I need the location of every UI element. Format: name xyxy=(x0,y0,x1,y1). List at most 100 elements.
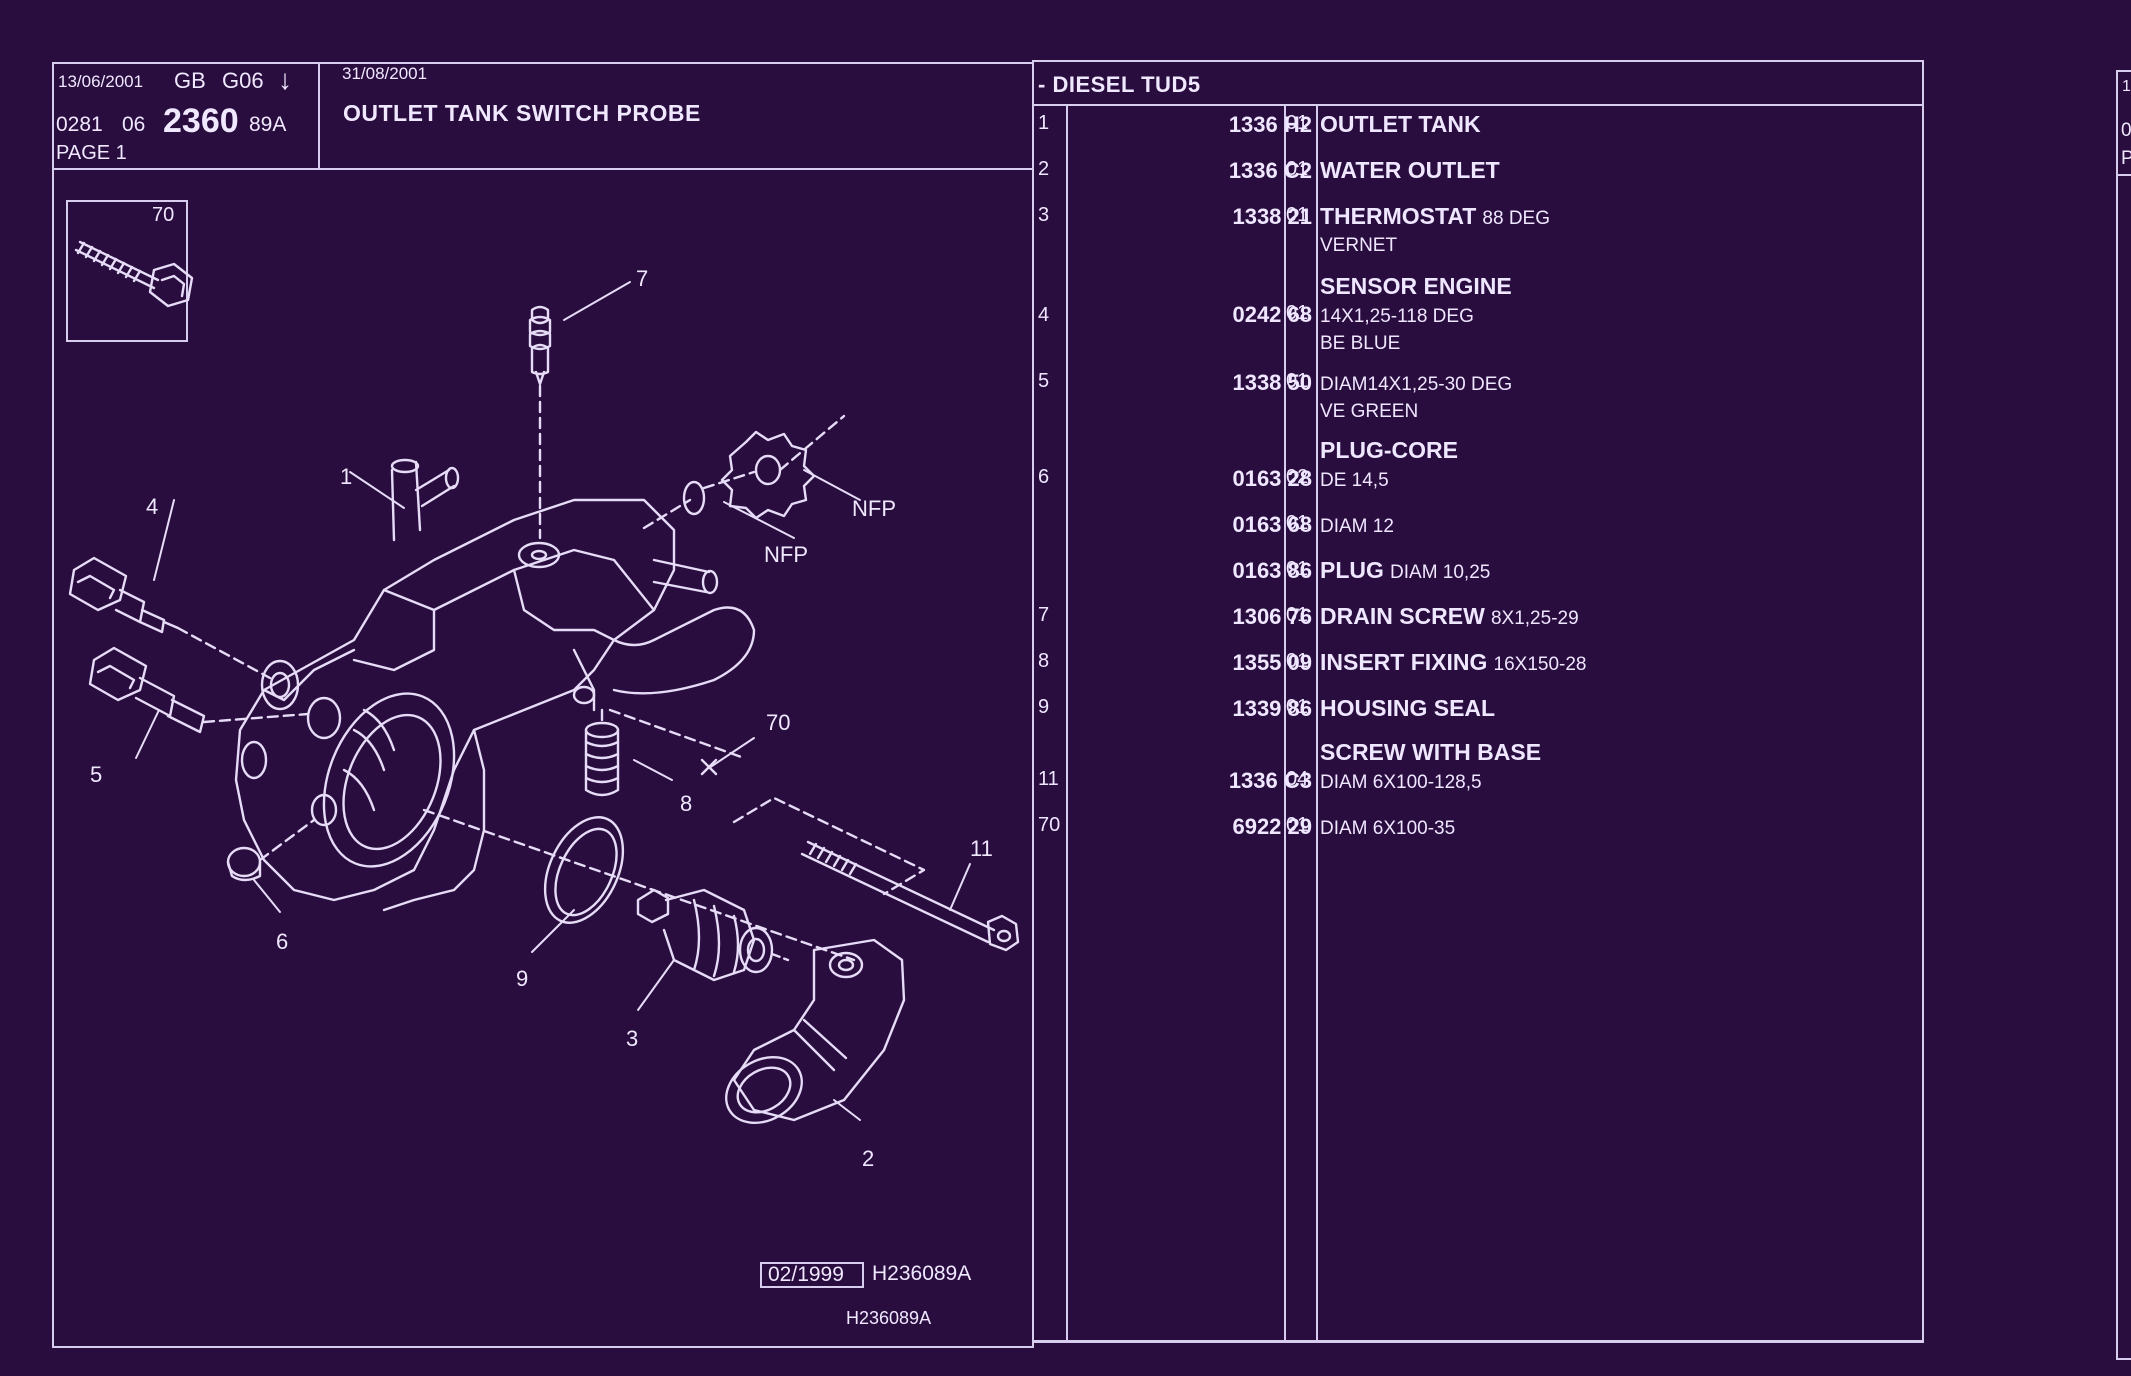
row-detail-2: BE BLUE xyxy=(1320,333,1401,354)
plate-suffix: 89A xyxy=(249,113,287,136)
col-divider-qty xyxy=(1316,104,1318,1342)
row-index: 3 xyxy=(1038,204,1050,226)
water-outlet-part xyxy=(725,938,906,1124)
row-qty: 01 xyxy=(1286,650,1309,672)
row-name: DRAIN SCREW xyxy=(1320,603,1485,629)
row-ref: 0242 68 xyxy=(1232,302,1312,327)
print-date: 13/06/2001 xyxy=(58,72,144,91)
row-index: 1 xyxy=(1038,112,1050,134)
row-index: 9 xyxy=(1038,696,1050,718)
row-detail: DE 14,5 xyxy=(1320,470,1389,491)
row-detail: 14X1,25-118 DEG xyxy=(1320,306,1474,327)
callout-8: 8 xyxy=(680,791,692,816)
row-index: 2 xyxy=(1038,158,1050,180)
table-row: 11 1336 C3 04 DIAM 6X100-128,5 xyxy=(1034,768,1924,828)
row-ref: 0163 86 xyxy=(1232,558,1312,583)
row-qty: 01 xyxy=(1286,204,1309,226)
row-ref: 1338 21 xyxy=(1232,204,1312,229)
table-row: 3 1338 21 01 THERMOSTAT 88 DEG VERNET xyxy=(1034,204,1924,264)
plug-core-part xyxy=(226,818,316,882)
row-qty: 01 xyxy=(1286,814,1309,836)
row-qty: 01 xyxy=(1286,512,1309,534)
group-code: G06 xyxy=(222,68,264,93)
row-name: INSERT FIXING xyxy=(1320,649,1488,675)
nfp-clip-part xyxy=(702,414,846,520)
table-row: 9 1339 86 01 HOUSING SEAL xyxy=(1034,696,1924,756)
row-qty: 01 xyxy=(1286,604,1309,626)
row-name: THERMOSTAT xyxy=(1320,203,1477,229)
row-name-suffix: 88 DEG xyxy=(1482,208,1551,229)
callout-6: 6 xyxy=(276,929,288,954)
plate-number: 2360 xyxy=(163,102,239,140)
row-ref: 1306 76 xyxy=(1232,604,1312,629)
row-ref: 1336 C2 xyxy=(1228,158,1312,183)
row-ref: 6922 29 xyxy=(1232,814,1312,839)
inset-label: 70 xyxy=(152,204,175,226)
next-page-char-2: 0 xyxy=(2121,120,2131,141)
drain-screw-part xyxy=(528,305,552,540)
row-name-suffix: DIAM 10,25 xyxy=(1390,562,1491,583)
row-ref: 1336 C3 xyxy=(1228,768,1312,793)
row-name: PLUG-CORE xyxy=(1320,437,1458,463)
next-page-char-1: 1 xyxy=(2122,78,2131,95)
table-row: 0163 68 01 DIAM 12 xyxy=(1034,512,1924,572)
code-prefix-2: 06 xyxy=(122,113,146,136)
row-qty: 01 xyxy=(1286,112,1309,134)
footer-ref: H236089A xyxy=(846,1308,932,1328)
row-qty: 01 xyxy=(1286,558,1309,580)
row-index: 4 xyxy=(1038,304,1050,326)
row-name: PLUG xyxy=(1320,557,1384,583)
next-page-fragment xyxy=(2116,70,2131,1360)
row-name: SCREW WITH BASE xyxy=(1320,739,1542,765)
engine-header-divider xyxy=(1032,104,1922,106)
callout-5: 5 xyxy=(90,762,102,787)
code-prefix-1: 0281 xyxy=(56,113,103,136)
inset-screw-icon xyxy=(74,240,194,308)
table-row: 70 6922 29 01 DIAM 6X100-35 xyxy=(1034,814,1924,874)
leader-lines xyxy=(135,281,971,1121)
next-page-char-3: P xyxy=(2121,148,2131,169)
callout-7: 7 xyxy=(636,266,648,291)
col-divider-ref xyxy=(1284,104,1286,1342)
engine-label: - DIESEL TUD5 xyxy=(1038,72,1201,97)
row-qty: 02 xyxy=(1286,466,1309,488)
screw-with-base-part xyxy=(732,796,1020,952)
stamp-date-box xyxy=(760,1262,864,1288)
callout-70: 70 xyxy=(766,710,790,735)
stamp-ref: H236089A xyxy=(872,1262,972,1285)
thermostat-part xyxy=(636,888,790,982)
row-ref: 1336 H2 xyxy=(1228,112,1312,137)
row-name: HOUSING SEAL xyxy=(1320,695,1496,721)
table-row: 2 1336 C2 01 WATER OUTLET xyxy=(1034,158,1924,218)
row-index: 5 xyxy=(1038,370,1050,392)
table-row: 8 1355 09 01 INSERT FIXING 16X150-28 xyxy=(1034,650,1924,710)
table-bottom xyxy=(1032,1340,1924,1342)
down-arrow-icon: ↓ xyxy=(278,64,292,95)
row-detail: DIAM 6X100-128,5 xyxy=(1320,772,1482,793)
table-row: SENSOR ENGINE xyxy=(1034,274,1924,334)
row-detail: DIAM 6X100-35 xyxy=(1320,818,1456,839)
row-index: 70 xyxy=(1038,814,1061,836)
table-row: PLUG-CORE xyxy=(1034,438,1924,498)
row-ref: 1355 09 xyxy=(1232,650,1312,675)
row-index: 11 xyxy=(1038,768,1059,790)
row-index: 6 xyxy=(1038,466,1050,488)
table-row: SCREW WITH BASE xyxy=(1034,740,1924,800)
callout-nfp-clip: NFP xyxy=(852,496,896,521)
parts-panel xyxy=(1032,60,1924,1343)
update-date: 31/08/2001 xyxy=(342,64,428,83)
row-detail: VERNET xyxy=(1320,235,1398,256)
insert-fixing-part xyxy=(584,708,746,797)
callout-3: 3 xyxy=(626,1026,638,1051)
row-name-suffix: 8X1,25-29 xyxy=(1490,608,1579,629)
row-qty: 01 xyxy=(1286,158,1309,180)
row-ref: 1339 86 xyxy=(1232,696,1312,721)
row-name: WATER OUTLET xyxy=(1320,157,1500,183)
stamp-date: 02/1999 xyxy=(768,1263,844,1286)
housing-seal-part xyxy=(422,808,856,962)
callout-2: 2 xyxy=(862,1146,874,1171)
row-qty: 04 xyxy=(1286,768,1309,790)
row-index: 8 xyxy=(1038,650,1050,672)
